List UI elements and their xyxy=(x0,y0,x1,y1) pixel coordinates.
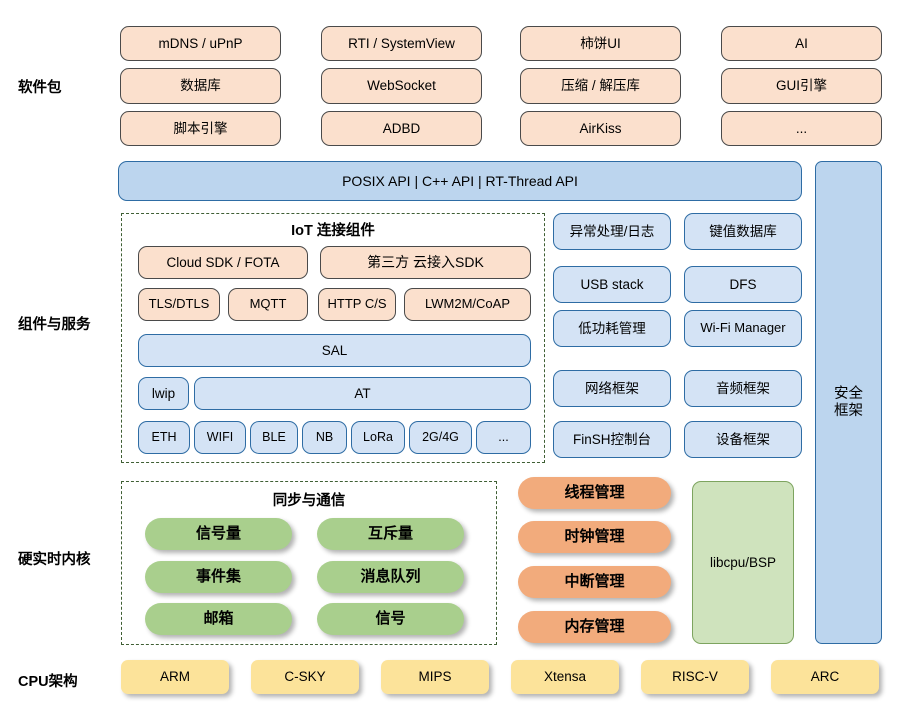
package-box[interactable]: RTI / SystemView xyxy=(321,26,482,61)
iot-box-wifi[interactable]: WIFI xyxy=(194,421,246,454)
cpu-arch-box-xtensa[interactable]: Xtensa xyxy=(511,660,619,694)
row-label-hard-realtime-kernel: 硬实时内核 xyxy=(18,552,91,568)
component-box-exception-log[interactable]: 异常处理/日志 xyxy=(553,213,671,250)
security-framework-line2: 框架 xyxy=(834,402,863,419)
iot-box-eth[interactable]: ETH xyxy=(138,421,190,454)
kernel-box-signal[interactable]: 信号 xyxy=(317,603,464,635)
iot-box-nb[interactable]: NB xyxy=(302,421,347,454)
security-framework-line1: 安全 xyxy=(834,385,863,402)
api-bar: POSIX API | C++ API | RT-Thread API xyxy=(118,161,802,201)
cpu-arch-box-risc-v[interactable]: RISC-V xyxy=(641,660,749,694)
row-label-software-packages: 软件包 xyxy=(18,80,62,96)
component-box-wifi-manager[interactable]: Wi-Fi Manager xyxy=(684,310,802,347)
sync-communication-container xyxy=(121,481,497,645)
cpu-arch-box-c-sky[interactable]: C-SKY xyxy=(251,660,359,694)
iot-connect-container xyxy=(121,213,545,463)
kernel-box-interrupt-management[interactable]: 中断管理 xyxy=(518,566,671,598)
kernel-box-mailbox[interactable]: 邮箱 xyxy=(145,603,292,635)
package-box[interactable]: 数据库 xyxy=(120,68,281,104)
iot-box-2g-4g[interactable]: 2G/4G xyxy=(409,421,472,454)
kernel-box-message-queue[interactable]: 消息队列 xyxy=(317,561,464,593)
iot-box-lwm2m-coap[interactable]: LWM2M/CoAP xyxy=(404,288,531,321)
iot-box-lwip[interactable]: lwip xyxy=(138,377,189,410)
security-framework-box: 安全 框架 xyxy=(815,161,882,644)
kernel-box-semaphore[interactable]: 信号量 xyxy=(145,518,292,550)
package-box[interactable]: ADBD xyxy=(321,111,482,146)
package-box[interactable]: mDNS / uPnP xyxy=(120,26,281,61)
package-box[interactable]: AirKiss xyxy=(520,111,681,146)
component-box-low-power-management[interactable]: 低功耗管理 xyxy=(553,310,671,347)
package-box[interactable]: 脚本引擎 xyxy=(120,111,281,146)
row-label-components-services: 组件与服务 xyxy=(18,317,91,333)
iot-box-third-party-cloud-sdk[interactable]: 第三方 云接入SDK xyxy=(320,246,531,279)
kernel-box-memory-management[interactable]: 内存管理 xyxy=(518,611,671,643)
cpu-arch-box-arm[interactable]: ARM xyxy=(121,660,229,694)
package-box[interactable]: 压缩 / 解压库 xyxy=(520,68,681,104)
iot-box-sal[interactable]: SAL xyxy=(138,334,531,367)
component-box-audio-framework[interactable]: 音频框架 xyxy=(684,370,802,407)
package-box[interactable]: GUI引擎 xyxy=(721,68,882,104)
iot-box-at[interactable]: AT xyxy=(194,377,531,410)
component-box-device-framework[interactable]: 设备框架 xyxy=(684,421,802,458)
package-box[interactable]: AI xyxy=(721,26,882,61)
cpu-arch-box-mips[interactable]: MIPS xyxy=(381,660,489,694)
iot-box-tls-dtls[interactable]: TLS/DTLS xyxy=(138,288,220,321)
cpu-arch-box-arc[interactable]: ARC xyxy=(771,660,879,694)
kernel-box-mutex[interactable]: 互斥量 xyxy=(317,518,464,550)
package-box[interactable]: WebSocket xyxy=(321,68,482,104)
kernel-box-thread-management[interactable]: 线程管理 xyxy=(518,477,671,509)
sync-communication-title: 同步与通信 xyxy=(272,493,346,509)
component-box-usb-stack[interactable]: USB stack xyxy=(553,266,671,303)
component-box-finsh-console[interactable]: FinSH控制台 xyxy=(553,421,671,458)
component-box-network-framework[interactable]: 网络框架 xyxy=(553,370,671,407)
package-box[interactable]: ... xyxy=(721,111,882,146)
component-box-kv-database[interactable]: 键值数据库 xyxy=(684,213,802,250)
iot-box-mqtt[interactable]: MQTT xyxy=(228,288,308,321)
iot-box-lora[interactable]: LoRa xyxy=(351,421,405,454)
kernel-box-clock-management[interactable]: 时钟管理 xyxy=(518,521,671,553)
package-box[interactable]: 柿饼UI xyxy=(520,26,681,61)
component-box-dfs[interactable]: DFS xyxy=(684,266,802,303)
iot-connect-title: IoT 连接组件 xyxy=(291,223,375,239)
row-label-cpu-architecture: CPU架构 xyxy=(18,674,78,690)
iot-box-ble[interactable]: BLE xyxy=(250,421,298,454)
iot-box-cloud-sdk-fota[interactable]: Cloud SDK / FOTA xyxy=(138,246,308,279)
iot-box-http-cs[interactable]: HTTP C/S xyxy=(318,288,396,321)
iot-box-more[interactable]: ... xyxy=(476,421,531,454)
kernel-box-event-set[interactable]: 事件集 xyxy=(145,561,292,593)
libcpu-bsp-box[interactable]: libcpu/BSP xyxy=(692,481,794,644)
